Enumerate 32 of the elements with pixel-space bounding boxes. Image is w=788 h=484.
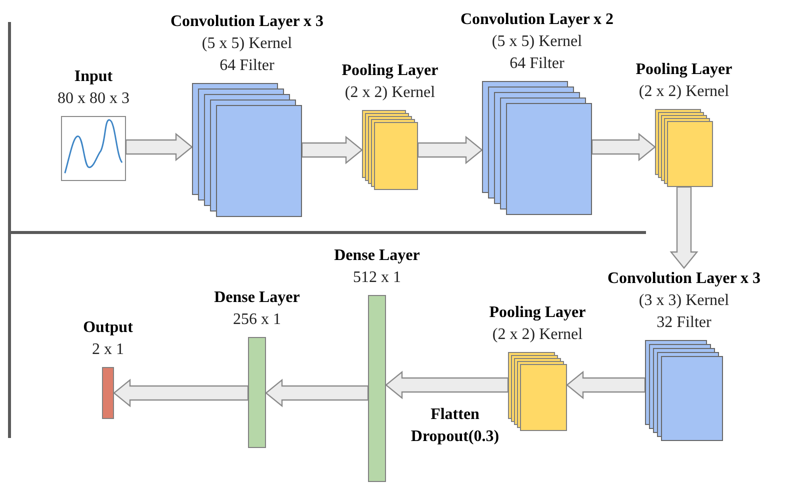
block-arrow xyxy=(417,136,483,164)
layer-title: Output xyxy=(83,318,133,338)
layer-detail: 2 x 1 xyxy=(92,340,124,360)
layer-detail: 64 Filter xyxy=(510,54,564,74)
layer-detail: 80 x 80 x 3 xyxy=(58,89,130,109)
layer-title: Convolution Layer x 3 xyxy=(170,12,324,32)
layer-detail: 256 x 1 xyxy=(233,310,281,330)
layer-title: Convolution Layer x 2 xyxy=(460,10,614,30)
layer-detail: 64 Filter xyxy=(220,56,274,76)
layer-title: Pooling Layer xyxy=(489,303,586,323)
layer-title: Convolution Layer x 3 xyxy=(607,269,761,289)
layer-detail: (2 x 2) Kernel xyxy=(344,83,436,103)
block-arrow xyxy=(113,378,249,408)
block-arrow xyxy=(265,378,369,408)
block-arrow xyxy=(385,370,509,400)
layer-detail: 512 x 1 xyxy=(353,268,401,288)
layer-title: Pooling Layer xyxy=(342,61,438,81)
layer-title: Dense Layer xyxy=(214,288,300,308)
layer-title: Dense Layer xyxy=(334,246,420,266)
block-arrow xyxy=(301,136,363,164)
layer-detail: (5 x 5) Kernel xyxy=(202,34,292,54)
block-arrow xyxy=(125,132,193,162)
layer-detail: (2 x 2) Kernel xyxy=(492,325,583,345)
block-arrow xyxy=(591,132,656,162)
block-arrow xyxy=(670,186,698,269)
layer-detail: (5 x 5) Kernel xyxy=(492,32,582,52)
block-arrow xyxy=(566,370,646,400)
layer-title: Input xyxy=(74,67,113,87)
layer-title: Pooling Layer xyxy=(636,60,732,80)
layer-detail: (3 x 3) Kernel xyxy=(638,291,730,311)
layer-detail: (2 x 2) Kernel xyxy=(638,82,730,102)
layer-detail: 32 Filter xyxy=(656,313,712,333)
